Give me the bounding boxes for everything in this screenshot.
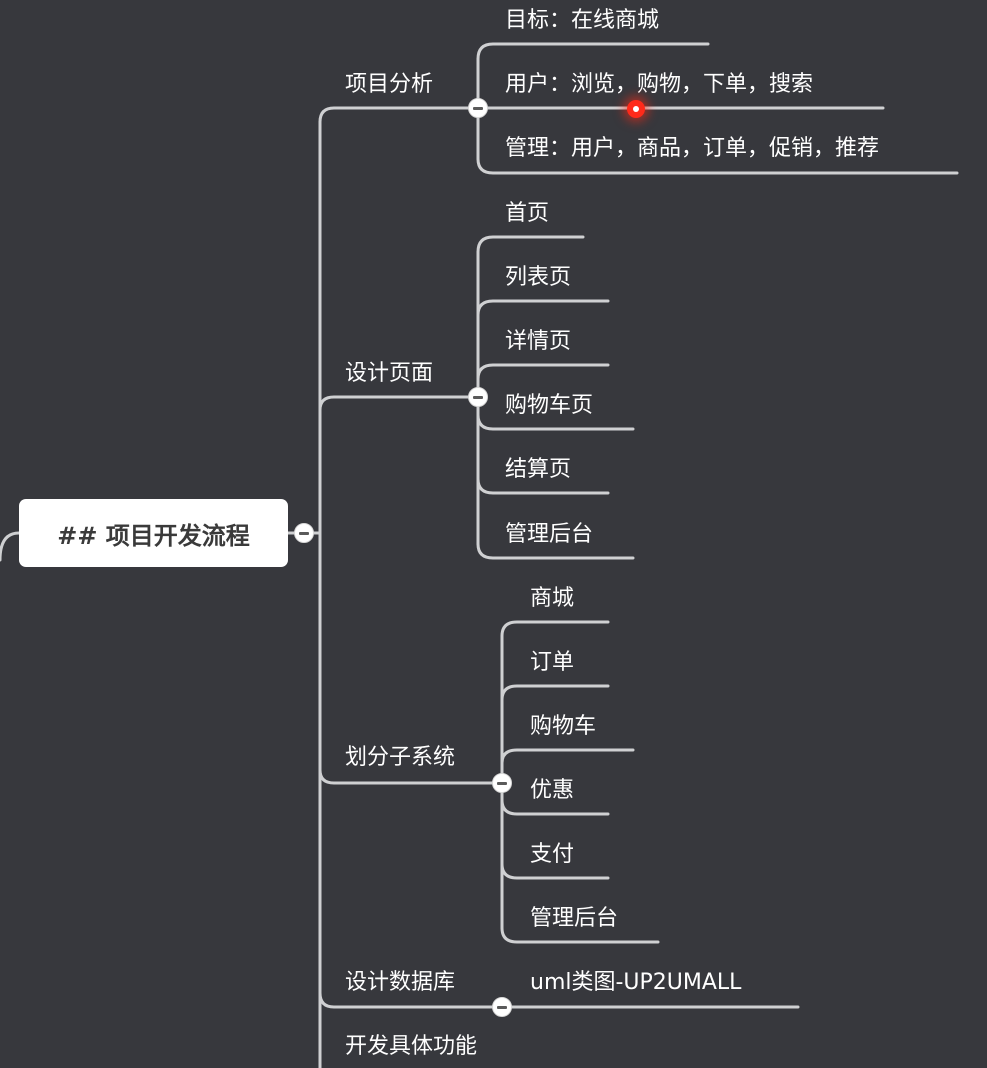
pages-collapse-button[interactable] [468,387,488,407]
analysis-child-goal[interactable]: 目标：在线商城 [505,8,660,33]
pages-child-1-line [476,235,585,254]
branch-analysis-label[interactable]: 项目分析 [345,72,434,97]
subsystems-child-payment[interactable]: 支付 [530,842,575,867]
analysis-collapse-button[interactable] [468,98,488,118]
branch-database-underline [318,991,504,1009]
root-left-connector [0,531,21,562]
subsystems-child-3-line [500,748,635,765]
database-collapse-button[interactable] [492,997,512,1017]
pages-child-checkout[interactable]: 结算页 [505,457,572,482]
pages-child-4-line [476,413,635,431]
analysis-child-1-line [476,42,710,61]
pages-child-6-line [476,542,635,560]
branch-develop-label[interactable]: 开发具体功能 [345,1034,478,1059]
pages-child-list[interactable]: 列表页 [505,265,572,290]
pages-child-5-line [476,477,610,495]
branch-subsystems-underline [318,768,504,785]
subsystems-child-admin[interactable]: 管理后台 [530,906,619,931]
analysis-child-admin[interactable]: 管理：用户，商品，订单，促销，推荐 [505,136,880,161]
branch-analysis-underline [318,106,480,124]
cursor-highlight-icon [627,100,645,118]
analysis-child-users[interactable]: 用户：浏览，购物，下单，搜索 [505,72,814,97]
subsystems-child-2-line [500,684,610,702]
database-child-uml[interactable]: uml类图-UP2UMALL [530,970,742,995]
analysis-child-3-line [476,157,959,175]
branch-subsystems-label[interactable]: 划分子系统 [345,745,456,770]
subsystems-child-cart[interactable]: 购物车 [530,714,597,739]
subsystems-child-4-line [500,798,610,816]
root-node[interactable]: ## 项目开发流程 [19,499,288,567]
branch-database-label[interactable]: 设计数据库 [345,970,456,995]
pages-child-3-line [476,363,610,381]
root-label: ## 项目开发流程 [57,521,250,550]
subsystems-child-1-line [500,620,610,638]
subsystems-child-6-line [500,926,660,944]
pages-child-cart[interactable]: 购物车页 [505,393,594,418]
pages-child-2-line [476,299,610,317]
branch-pages-underline [318,395,480,412]
subsystems-child-mall[interactable]: 商城 [530,586,575,611]
pages-child-detail[interactable]: 详情页 [505,329,572,354]
subsystems-child-discount[interactable]: 优惠 [530,778,575,803]
subsystems-child-5-line [500,862,610,880]
pages-child-admin[interactable]: 管理后台 [505,522,594,547]
root-collapse-button[interactable] [294,523,314,543]
subsystems-child-order[interactable]: 订单 [530,650,575,675]
pages-child-home[interactable]: 首页 [505,201,550,226]
subsystems-collapse-button[interactable] [492,773,512,793]
branch-pages-label[interactable]: 设计页面 [345,361,434,386]
